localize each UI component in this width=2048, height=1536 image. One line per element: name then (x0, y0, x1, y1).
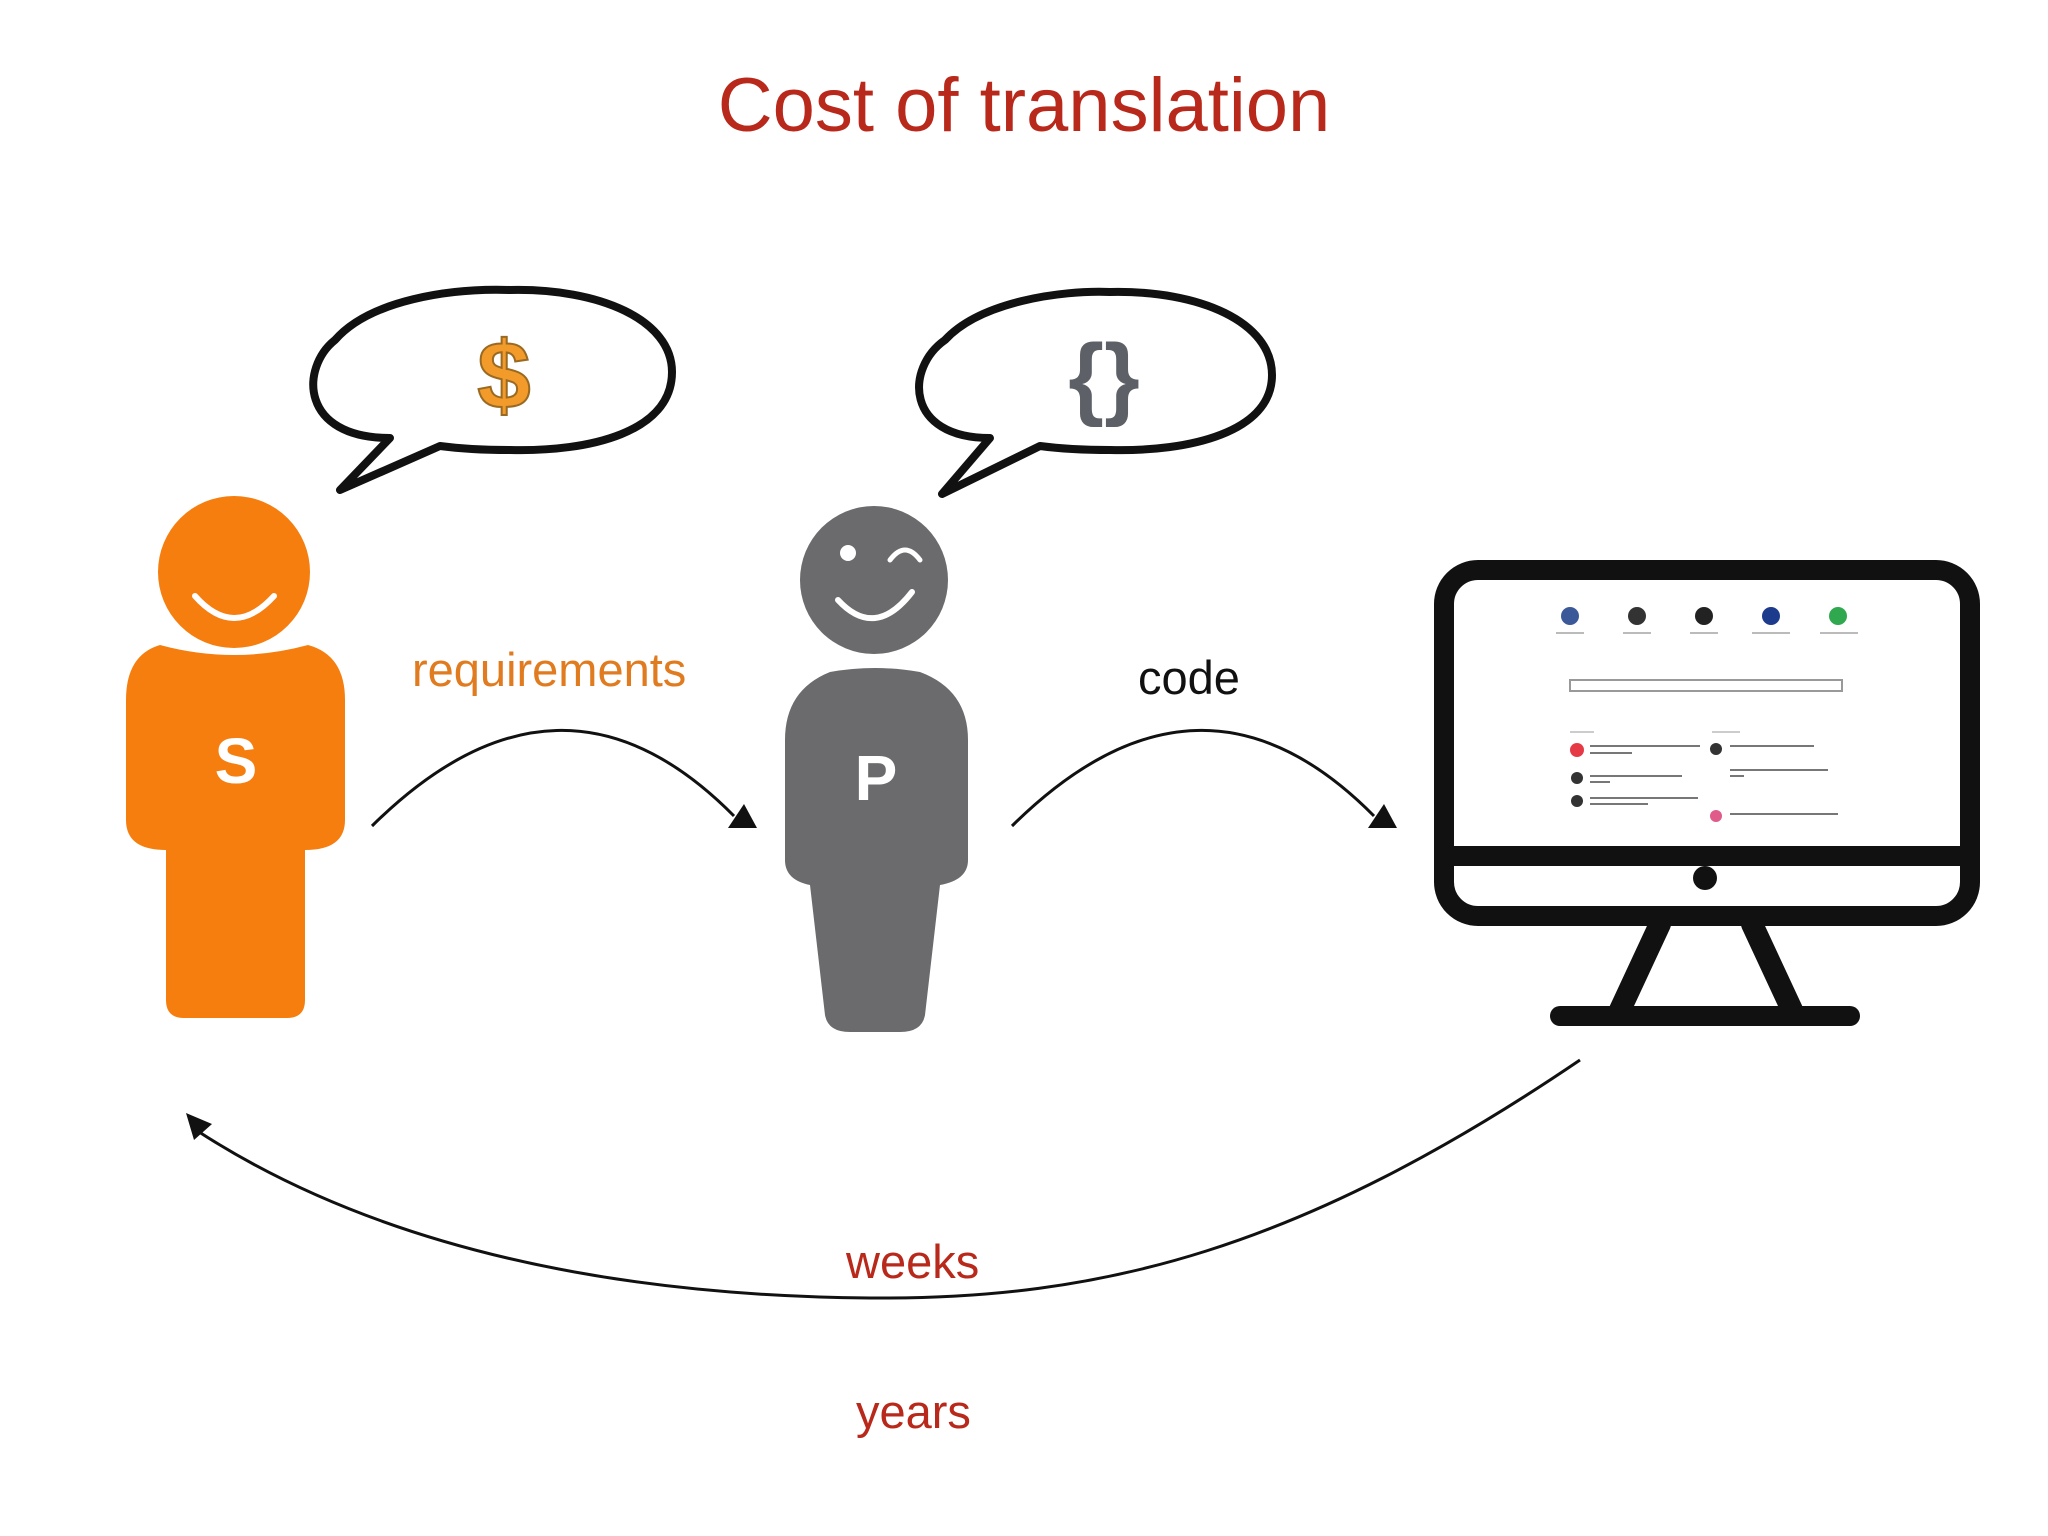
feedback-arrowhead (186, 1113, 212, 1140)
programmer-letter: P (855, 742, 898, 814)
requirements-arrow (370, 729, 736, 828)
weeks-label: weeks (846, 1235, 980, 1288)
stakeholder-speech-bubble: $ (309, 285, 676, 494)
requirements-arrowhead (728, 804, 757, 828)
atlassian-icon (1762, 607, 1780, 625)
dollar-icon: $ (477, 322, 530, 429)
github-icon (1628, 607, 1646, 625)
hacker-news-icon (1829, 607, 1847, 625)
years-label: years (856, 1385, 971, 1438)
screen-search-box (1569, 679, 1843, 692)
computer-monitor-icon (1434, 560, 1980, 1026)
code-arrow (1010, 729, 1376, 828)
facebook-icon (1561, 607, 1579, 625)
code-label: code (1138, 651, 1240, 704)
monitor-screen-content (1556, 607, 1858, 822)
stakeholder-figure: S (126, 496, 345, 1018)
stakeholder-letter: S (215, 725, 258, 797)
programmer-figure: P (785, 506, 968, 1032)
programmer-speech-bubble: {} (915, 287, 1276, 498)
code-arrowhead (1368, 804, 1397, 828)
page-title: Cost of translation (717, 63, 1331, 148)
requirements-label: requirements (412, 643, 687, 696)
news-icon (1695, 607, 1713, 625)
feedback-arrow (195, 1058, 1581, 1300)
curly-braces-icon: {} (1068, 326, 1140, 428)
